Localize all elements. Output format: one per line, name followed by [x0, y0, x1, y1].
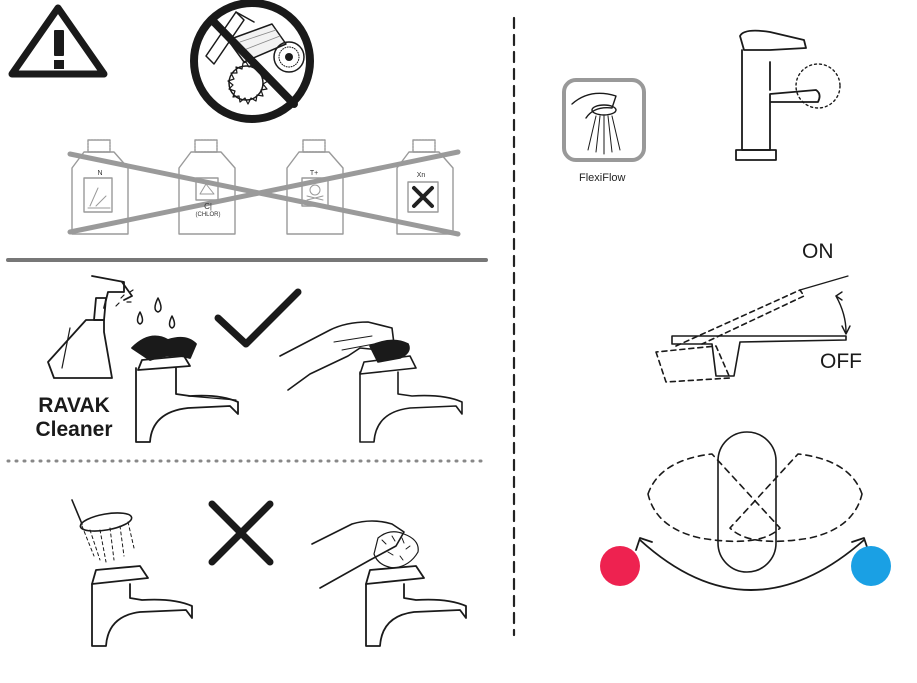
warning-icon [8, 4, 108, 78]
faucet-under-shower [91, 565, 193, 647]
spray-bottle-icon [47, 275, 176, 379]
bottle-2-sublabel: (CHLOR) [195, 212, 221, 218]
brand-line-1: RAVAK [38, 394, 110, 417]
scrub-pad-icon [311, 520, 419, 589]
showerhead-icon [71, 499, 135, 563]
checkmark-icon [214, 288, 302, 348]
faucet-cleaning-cloth-2 [279, 321, 463, 443]
faucet-cleaning-cloth-1 [131, 335, 239, 443]
temperature-handle-diagram [635, 431, 869, 591]
on-label: ON [802, 240, 834, 263]
lever-on-off-diagram [655, 275, 851, 383]
bottle-2-label: C| [204, 202, 212, 211]
bottle-1-label: N [97, 170, 103, 177]
flexiflow-aerator-icon [562, 78, 646, 162]
hot-water-indicator [600, 546, 640, 586]
bottle-3-label: T+ [309, 170, 319, 177]
faucet-icon [735, 29, 841, 161]
bottle-1 [71, 139, 129, 235]
bottle-4-label: Xn [416, 172, 426, 179]
off-label: OFF [820, 350, 862, 373]
cross-icon [208, 500, 274, 566]
ravak-cleaner-label: RAVAK Cleaner [22, 394, 126, 442]
brand-line-2: Cleaner [35, 418, 113, 441]
crossed-bottles-icon [67, 139, 461, 237]
flexiflow-label: FlexiFlow [579, 172, 626, 184]
no-abrasive-tools-icon [190, 0, 314, 123]
bottle-2 [178, 139, 236, 235]
faucet-scrubbed [365, 565, 467, 647]
cold-water-indicator [851, 546, 891, 586]
